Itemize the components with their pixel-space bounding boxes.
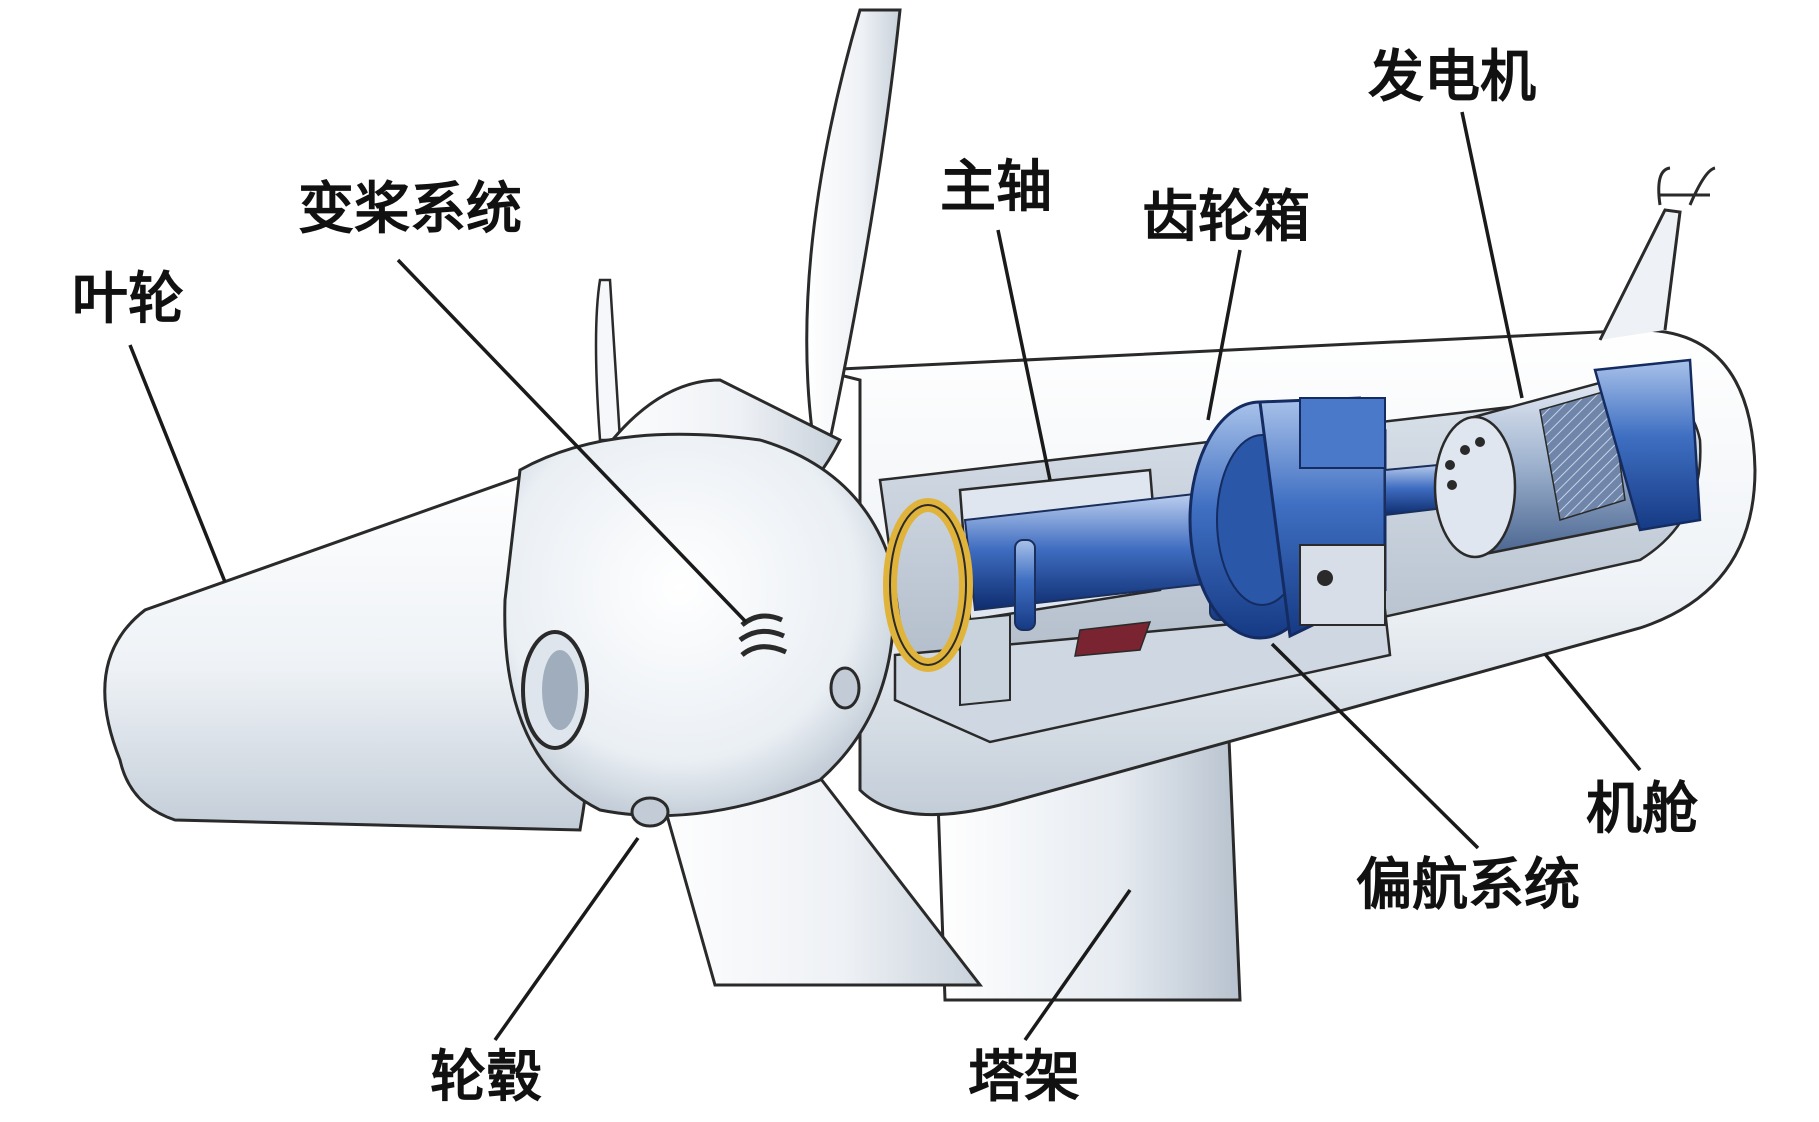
label-yaw-system: 偏航系统 — [1356, 853, 1580, 918]
leader-yaw — [1270, 642, 1480, 850]
label-hub: 轮毂 — [430, 1045, 542, 1110]
leader-shaft — [996, 229, 1052, 481]
leader-tower — [1023, 888, 1132, 1042]
leader-hub — [493, 836, 640, 1042]
label-nacelle: 机舱 — [1586, 777, 1698, 842]
label-gearbox: 齿轮箱 — [1142, 185, 1310, 250]
hub — [503, 432, 973, 828]
generator — [1433, 358, 1702, 559]
leader-gearbox — [1206, 249, 1242, 421]
wind-vane — [1598, 166, 1716, 341]
leader-rotor — [128, 344, 227, 583]
label-pitch-system: 变桨系统 — [298, 177, 522, 242]
label-generator: 发电机 — [1368, 45, 1536, 110]
leader-lines — [128, 111, 1642, 1042]
leader-generator — [1460, 111, 1524, 399]
gearbox — [1188, 396, 1387, 640]
bed-plate — [893, 608, 1392, 744]
label-tower: 塔架 — [968, 1045, 1080, 1110]
label-main-shaft: 主轴 — [940, 155, 1052, 220]
leader-nacelle — [1543, 652, 1642, 772]
leader-pitch — [396, 258, 748, 624]
label-rotor: 叶轮 — [72, 267, 184, 332]
